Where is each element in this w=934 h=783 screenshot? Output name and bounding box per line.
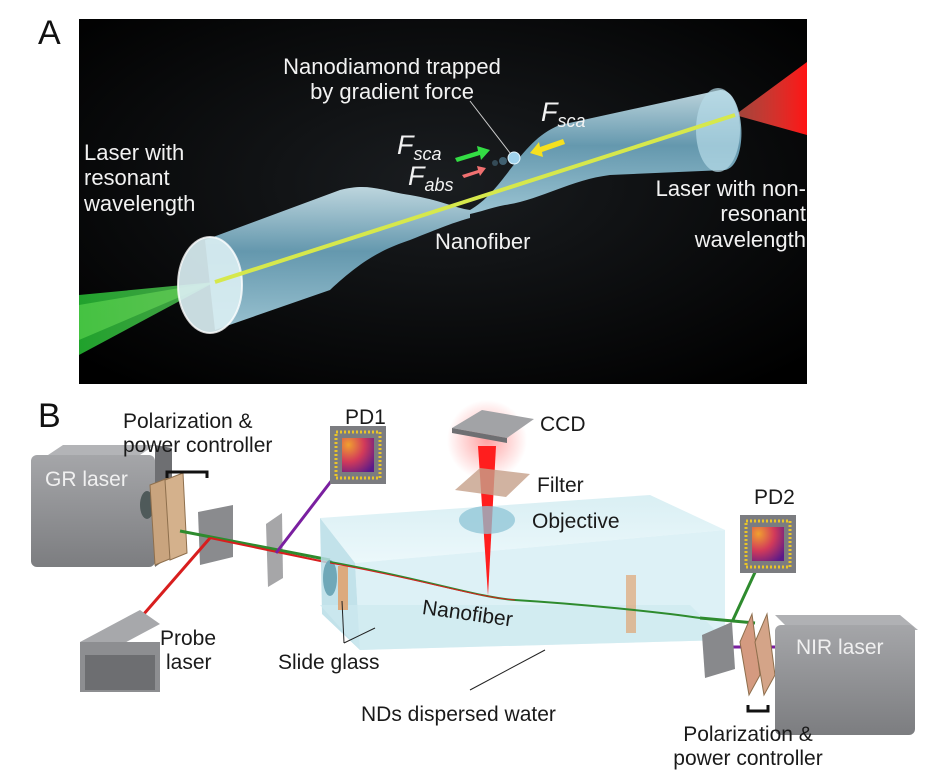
nonresonant-laser-label: Laser with non- resonant wavelength bbox=[626, 176, 806, 252]
force-subscript: abs bbox=[424, 175, 454, 195]
nanofiber-label-a: Nanofiber bbox=[435, 229, 531, 254]
probe-beam-to-mirror bbox=[141, 537, 212, 616]
fsca-yellow-arrow bbox=[530, 139, 565, 157]
nanodiamond-pointer bbox=[469, 100, 511, 154]
fabs-red-arrow bbox=[462, 166, 486, 178]
left-controller-label: Polarization & power controller bbox=[123, 410, 272, 458]
right-controller-label-line2: power controller bbox=[673, 747, 823, 771]
nir-laser bbox=[775, 615, 918, 735]
probe-beam-combined bbox=[209, 537, 331, 564]
nonresonant-laser-beam bbox=[735, 62, 807, 135]
nir-laser-label: NIR laser bbox=[796, 636, 884, 659]
fiber-right-end bbox=[696, 88, 740, 172]
resonant-laser-label-line1: Laser with bbox=[84, 140, 185, 165]
pd2-detector bbox=[740, 515, 796, 573]
right-polarization-controller bbox=[739, 612, 776, 713]
resonant-laser-label-line3: wavelength bbox=[84, 190, 196, 216]
trapped-nanodiamond bbox=[507, 151, 521, 165]
left-controller-label-line1: Polarization & bbox=[123, 410, 253, 433]
resonant-laser-label: Laser with resonant wavelength bbox=[84, 140, 195, 216]
nanodiamond-label: Nanodiamond trapped by gradient force bbox=[262, 54, 522, 105]
force-symbol: F bbox=[397, 130, 414, 160]
right-controller-label-line1: Polarization & bbox=[683, 723, 813, 746]
fiber-core-beam bbox=[214, 113, 736, 284]
filter-element bbox=[455, 468, 530, 497]
pd1-label: PD1 bbox=[345, 406, 386, 429]
gr-laser-label: GR laser bbox=[45, 468, 128, 491]
probe-laser-label-line1: Probe bbox=[160, 627, 217, 650]
panel-a-label: A bbox=[38, 14, 61, 52]
resonant-laser-label-line2: resonant bbox=[84, 165, 170, 191]
right-mirror bbox=[702, 622, 735, 678]
pd2-label: PD2 bbox=[754, 486, 795, 509]
glass-cuvette bbox=[320, 495, 725, 650]
slide-glass-pointer-2 bbox=[343, 627, 376, 644]
left-mirror bbox=[198, 505, 233, 565]
slide-glass-pointer-1 bbox=[341, 600, 345, 644]
force-subscript: sca bbox=[413, 144, 442, 164]
nonresonant-laser-label-line2: resonant bbox=[720, 201, 806, 227]
fiber-left-end bbox=[178, 237, 242, 333]
nonresonant-laser-label-line1: Laser with non- bbox=[655, 176, 806, 201]
force-subscript: sca bbox=[557, 111, 586, 131]
pd1-detector bbox=[330, 426, 386, 484]
filter-label: Filter bbox=[537, 474, 584, 497]
panel-b-label: B bbox=[38, 397, 61, 435]
force-symbol: F bbox=[408, 161, 425, 191]
fsca-green-arrow bbox=[455, 146, 490, 162]
nds-water-label: NDs dispersed water bbox=[361, 703, 556, 726]
ccd-label: CCD bbox=[540, 413, 586, 436]
nanodiamond-label-line2: by gradient force bbox=[310, 79, 474, 105]
ccd-camera bbox=[452, 410, 534, 443]
probe-laser-label-line2: laser bbox=[166, 651, 212, 675]
probe-laser-label: Probe laser bbox=[160, 627, 216, 675]
nonresonant-laser-label-line3: wavelength bbox=[694, 226, 806, 252]
force-label-fabs: Fabs bbox=[408, 161, 454, 196]
force-label-fsca-right: Fsca bbox=[541, 97, 586, 132]
objective-label: Objective bbox=[532, 510, 620, 533]
gr-beam bbox=[179, 529, 331, 562]
slide-glass-label: Slide glass bbox=[278, 651, 380, 674]
nanodiamond-label-line1: Nanodiamond trapped bbox=[283, 54, 501, 79]
right-controller-label: Polarization & power controller bbox=[628, 723, 868, 771]
nds-water-pointer bbox=[469, 649, 546, 691]
probe-laser bbox=[80, 610, 160, 692]
fiber-right-thick bbox=[470, 89, 742, 214]
objective-lens bbox=[459, 506, 515, 534]
nir-beam bbox=[699, 616, 756, 625]
force-symbol: F bbox=[541, 97, 558, 127]
left-controller-label-line2: power controller bbox=[123, 434, 273, 458]
left-polarization-controller bbox=[149, 470, 209, 566]
force-label-fsca-left: Fsca bbox=[397, 130, 442, 165]
